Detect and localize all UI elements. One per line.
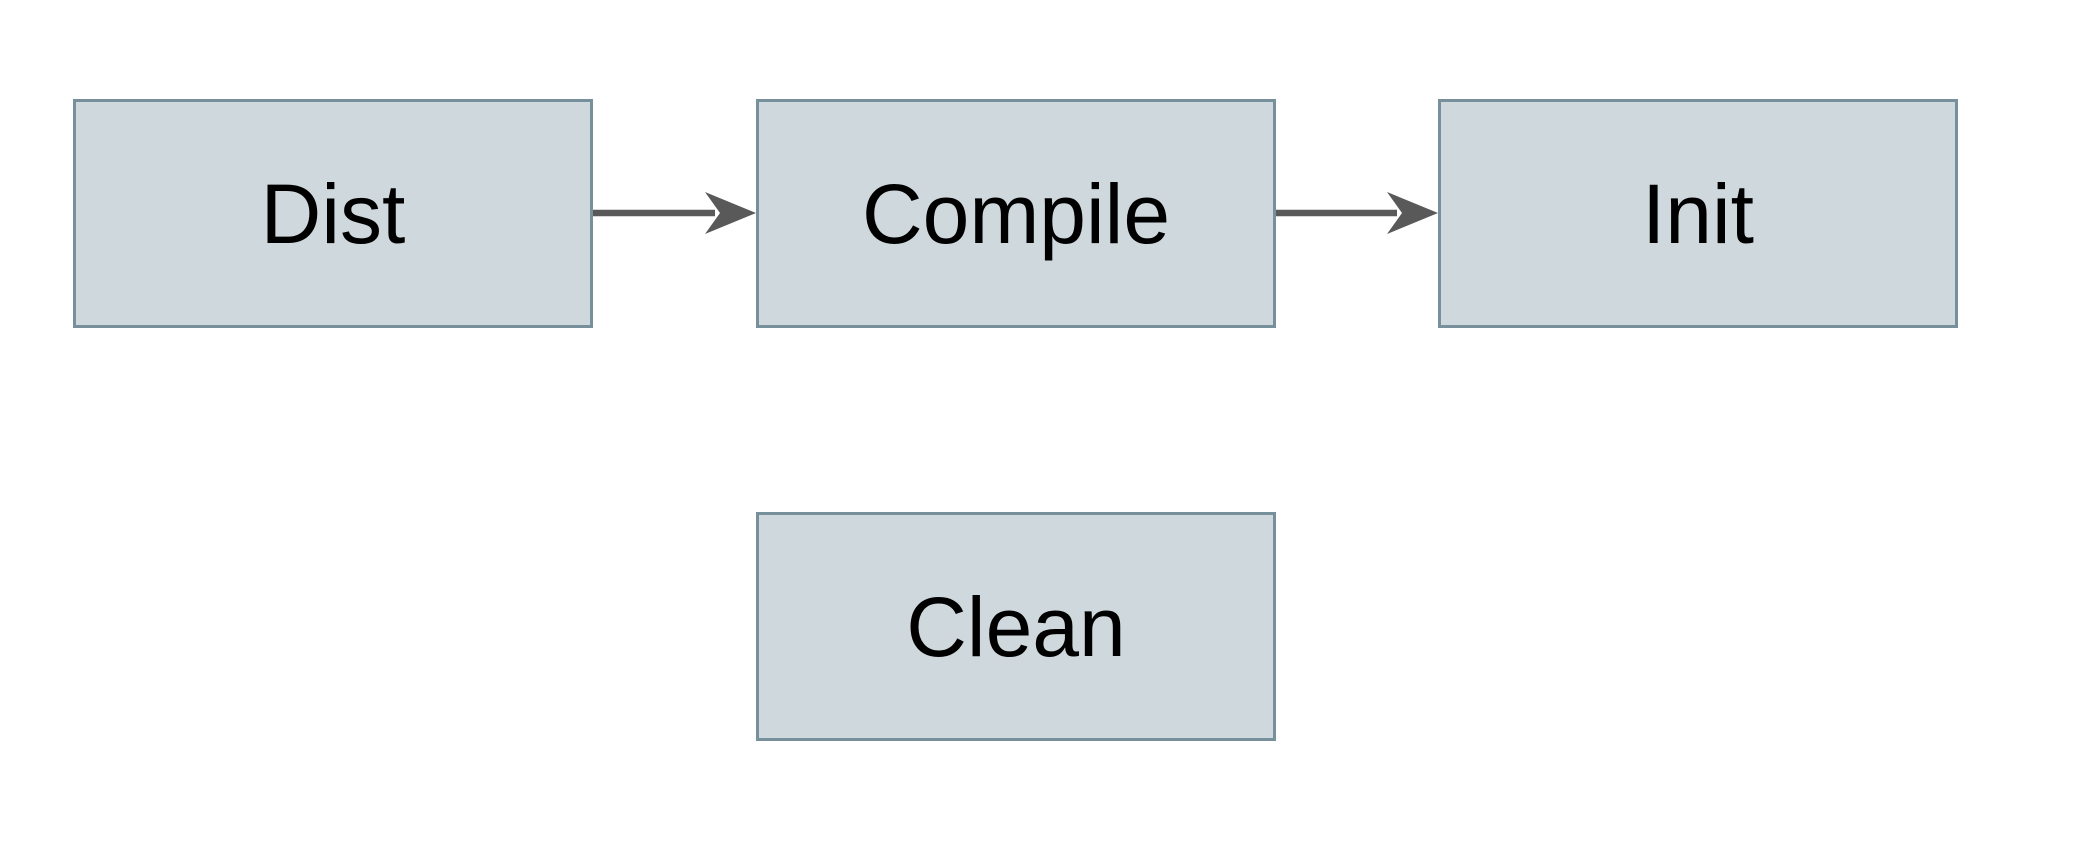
arrow-compile-to-init	[1276, 192, 1438, 234]
node-init-label: Init	[1641, 166, 1755, 261]
node-compile[interactable]: Compile	[756, 99, 1276, 328]
node-dist-label: Dist	[260, 166, 406, 261]
node-dist[interactable]: Dist	[73, 99, 593, 328]
node-clean-label: Clean	[906, 579, 1126, 674]
arrowhead-icon	[705, 192, 756, 234]
node-clean[interactable]: Clean	[756, 512, 1276, 741]
arrowhead-icon	[1387, 192, 1438, 234]
node-init[interactable]: Init	[1438, 99, 1958, 328]
arrow-dist-to-compile	[593, 192, 756, 234]
node-compile-label: Compile	[861, 166, 1171, 261]
